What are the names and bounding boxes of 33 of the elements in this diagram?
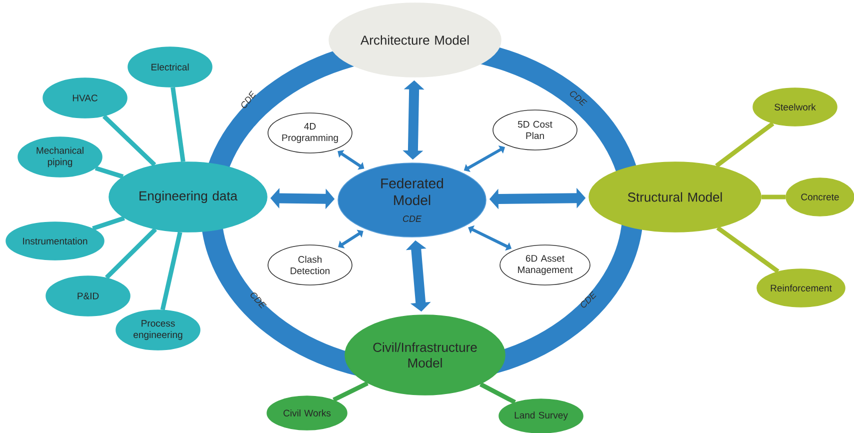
ellipse-node: Structural Model bbox=[588, 162, 762, 232]
ellipse-node: Federated Model CDE bbox=[338, 162, 486, 238]
ellipse-node: Electrical bbox=[128, 46, 212, 88]
connector-line bbox=[480, 382, 516, 404]
connector-line bbox=[170, 87, 186, 162]
connector-line bbox=[715, 122, 774, 168]
ellipse-node: Steelwork bbox=[752, 88, 838, 126]
ellipse-node: Concrete bbox=[786, 178, 854, 216]
ellipse-node: Process engineering bbox=[116, 310, 200, 350]
connector-line bbox=[332, 381, 369, 402]
connector-line bbox=[104, 228, 157, 280]
ellipse-node: Land Survey bbox=[498, 398, 584, 433]
ring-label: CDE bbox=[570, 91, 588, 106]
ellipse-node: P&ID bbox=[46, 276, 130, 316]
connector-line bbox=[94, 166, 124, 179]
ellipse-node: Mechanical piping bbox=[18, 136, 102, 178]
ellipse-node: 5D Cost Plan bbox=[492, 110, 578, 150]
connector-line bbox=[716, 226, 780, 274]
ellipse-node: 4D Programming bbox=[268, 112, 352, 154]
ellipse-node: HVAC bbox=[42, 78, 128, 118]
ellipse-node: Architecture Model bbox=[328, 2, 502, 78]
ellipse-node: Civil/Infrastructure Model bbox=[344, 314, 506, 396]
double-arrow bbox=[338, 230, 364, 248]
connector-line bbox=[102, 114, 156, 166]
ellipse-node: Engineering data bbox=[108, 162, 268, 232]
ellipse-node: Reinforcement bbox=[756, 268, 846, 308]
ellipse-node: 6D Asset Management bbox=[500, 244, 590, 286]
connector-line bbox=[761, 194, 786, 200]
ellipse-node: Clash Detection bbox=[268, 244, 352, 286]
connector-line bbox=[92, 216, 125, 231]
connector-line bbox=[160, 232, 182, 310]
ellipse-node: Instrumentation bbox=[6, 222, 104, 260]
ellipse-node: Civil Works bbox=[266, 396, 348, 430]
